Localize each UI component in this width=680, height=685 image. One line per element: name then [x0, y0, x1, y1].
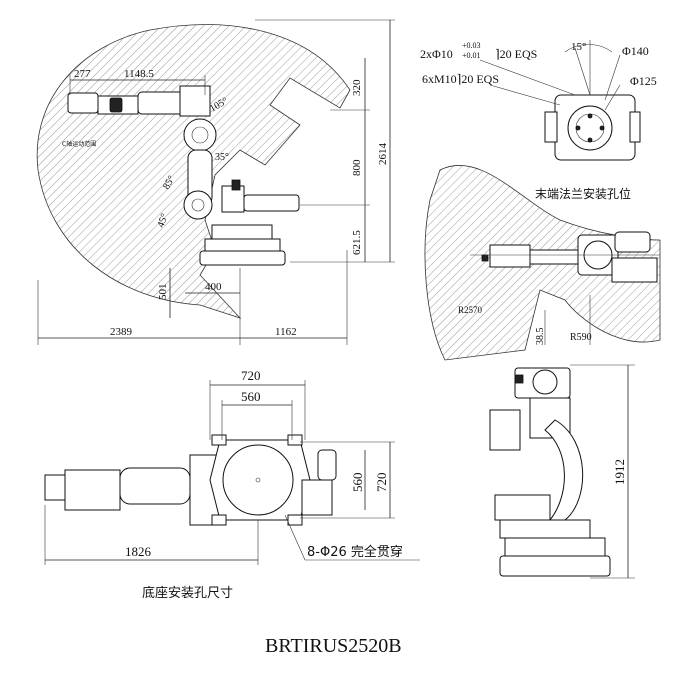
- dim-720-top: 720: [241, 368, 261, 383]
- front-view: 1912: [489, 364, 635, 579]
- side-view: 277 1148.5 320 800 621.5 2614 501 400 23…: [36, 19, 395, 345]
- dim-501: 501: [157, 284, 169, 301]
- hole-spec: 2xΦ10: [420, 47, 453, 61]
- robot-side: [67, 85, 300, 266]
- top-view: R2570 R590 38.5: [424, 164, 661, 361]
- model-title: BRTIRUS2520B: [265, 635, 402, 657]
- r590: R590: [570, 332, 592, 343]
- dia-140: Φ140: [622, 44, 649, 58]
- base-caption: 底座安装孔尺寸: [142, 585, 233, 601]
- reach-label: C轴运动范围: [62, 140, 96, 148]
- angle-35: 35°: [215, 152, 229, 163]
- flange-caption: 末端法兰安装孔位: [535, 186, 631, 201]
- base-view: 720 560 560 720 1826 8-Φ26 完全贯穿 底座安装孔尺寸: [44, 368, 420, 601]
- dim-38: 38.5: [535, 328, 546, 346]
- dim-800: 800: [351, 159, 363, 176]
- angle-45: 45°: [155, 212, 170, 229]
- dim-1826: 1826: [125, 544, 152, 559]
- dia-125: Φ125: [630, 74, 657, 88]
- tol-lower: +0.01: [462, 51, 481, 60]
- depth-spec: ⌉20 EQS: [495, 47, 537, 61]
- dim-2614: 2614: [377, 143, 389, 166]
- dim-400: 400: [205, 281, 222, 293]
- dim-560-top: 560: [241, 389, 261, 404]
- dim-1162: 1162: [275, 326, 297, 338]
- hole-spec-base: 8-Φ26 完全贯穿: [307, 544, 403, 560]
- dim-621: 621.5: [351, 230, 363, 255]
- dim-560-side: 560: [350, 473, 365, 493]
- angle-15: 15°: [571, 41, 586, 53]
- flange-detail: 2xΦ10 +0.03 +0.01 ⌉20 EQS 6xM10⌉20 EQS 1…: [420, 40, 657, 201]
- dim-2389: 2389: [110, 326, 133, 338]
- dim-720-side: 720: [374, 473, 389, 493]
- tol-upper: +0.03: [462, 41, 481, 50]
- dim-277: 277: [74, 68, 91, 80]
- thread-spec: 6xM10⌉20 EQS: [422, 72, 499, 86]
- dim-1912: 1912: [612, 459, 627, 485]
- r2570: R2570: [458, 305, 483, 315]
- dim-320: 320: [351, 79, 363, 96]
- dim-1148: 1148.5: [124, 68, 154, 80]
